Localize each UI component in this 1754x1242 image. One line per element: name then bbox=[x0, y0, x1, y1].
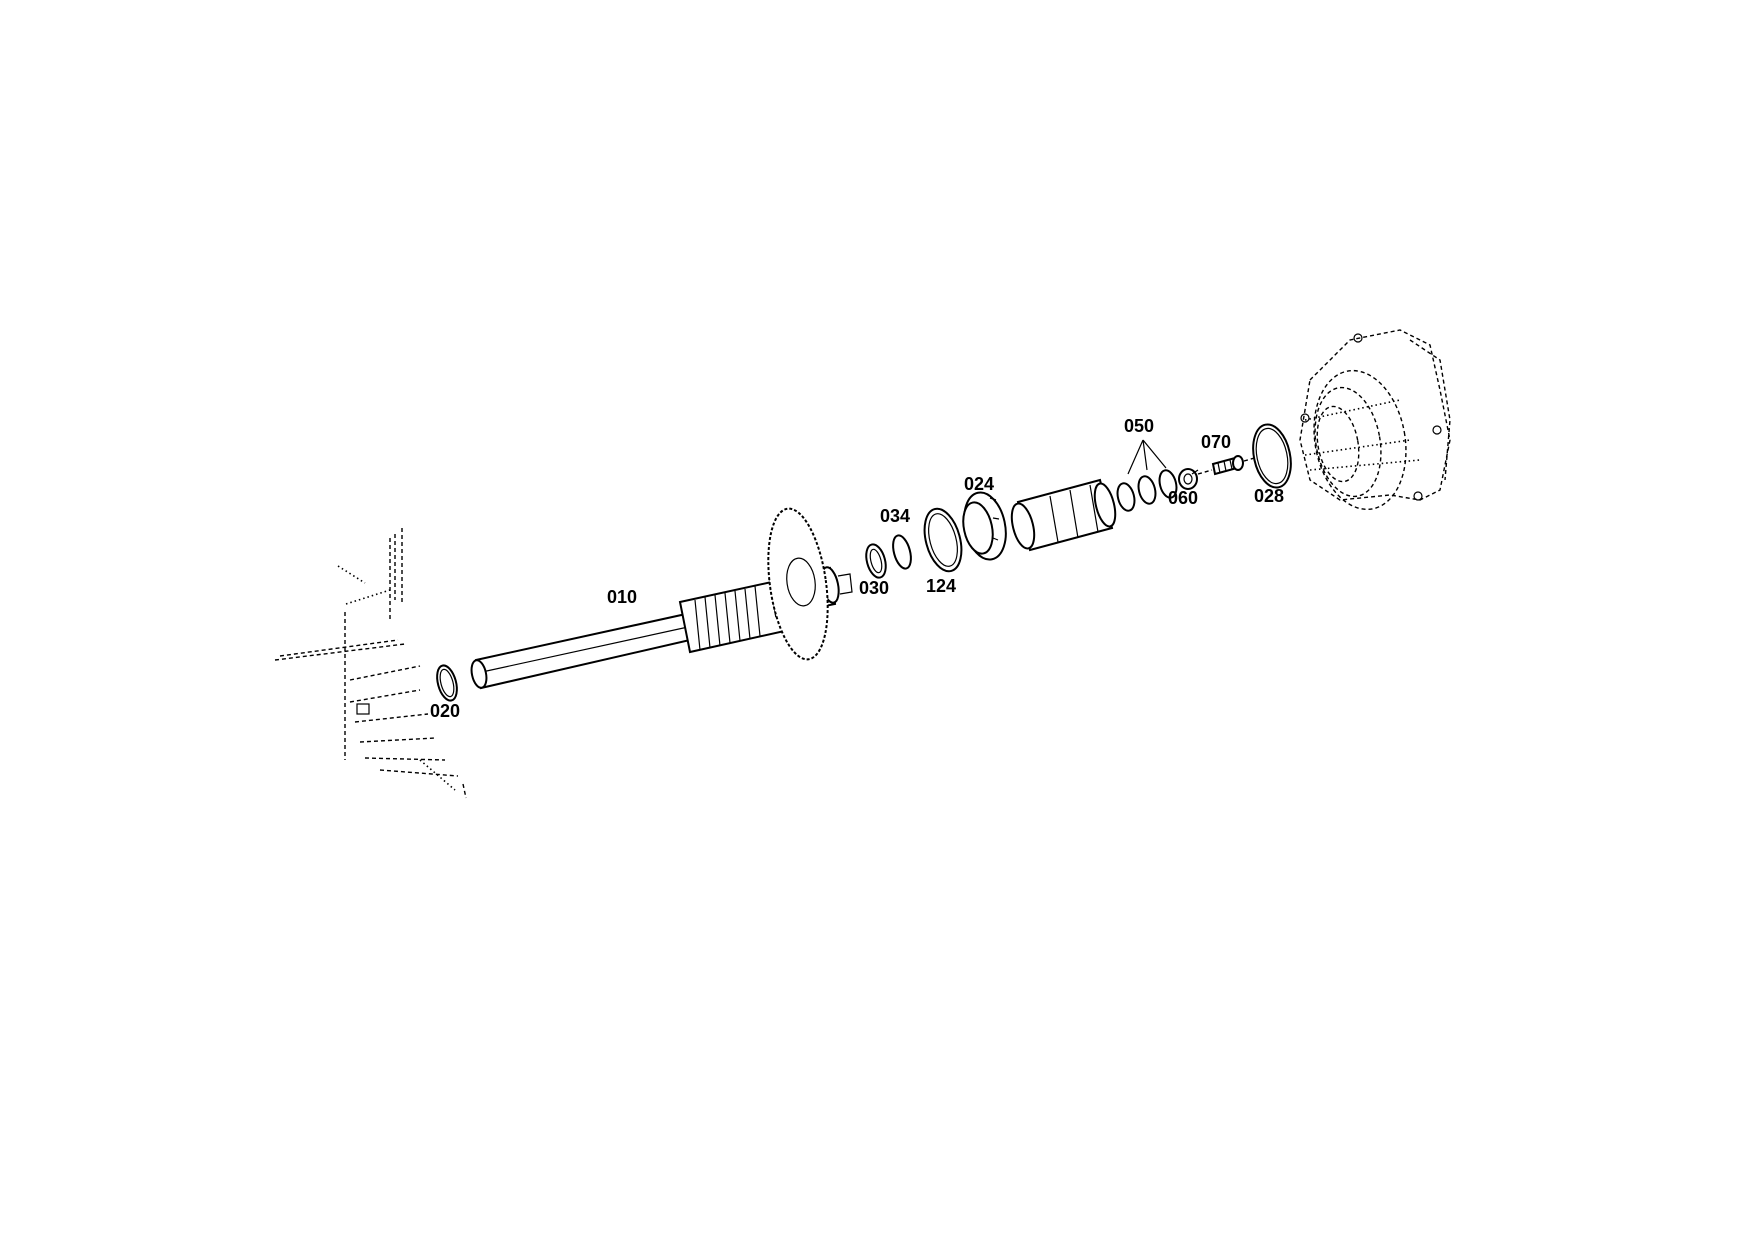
callout-024: 024 bbox=[964, 474, 994, 494]
callout-030: 030 bbox=[859, 578, 889, 598]
part-020-ring bbox=[436, 664, 458, 702]
part-030-ring bbox=[865, 543, 887, 579]
callout-060: 060 bbox=[1168, 488, 1198, 508]
part-010-gear bbox=[767, 507, 829, 661]
callout-070: 070 bbox=[1201, 432, 1231, 452]
part-024-bearing bbox=[962, 491, 1007, 561]
callout-124: 124 bbox=[926, 576, 956, 596]
part-028-oring bbox=[1252, 423, 1292, 489]
part-050-rings bbox=[1116, 439, 1178, 512]
left-housing-fragment bbox=[274, 528, 467, 799]
part-050-sleeve bbox=[1010, 478, 1117, 552]
callout-034: 034 bbox=[880, 506, 910, 526]
callout-028: 028 bbox=[1254, 486, 1284, 506]
right-housing bbox=[1299, 329, 1451, 511]
callout-050: 050 bbox=[1124, 416, 1154, 436]
callout-010: 010 bbox=[607, 587, 637, 607]
part-070-screw bbox=[1197, 455, 1259, 476]
leader-lines bbox=[1191, 469, 1199, 475]
part-034-ring bbox=[892, 534, 912, 570]
callout-020: 020 bbox=[430, 701, 460, 721]
part-124-ring bbox=[923, 507, 963, 573]
